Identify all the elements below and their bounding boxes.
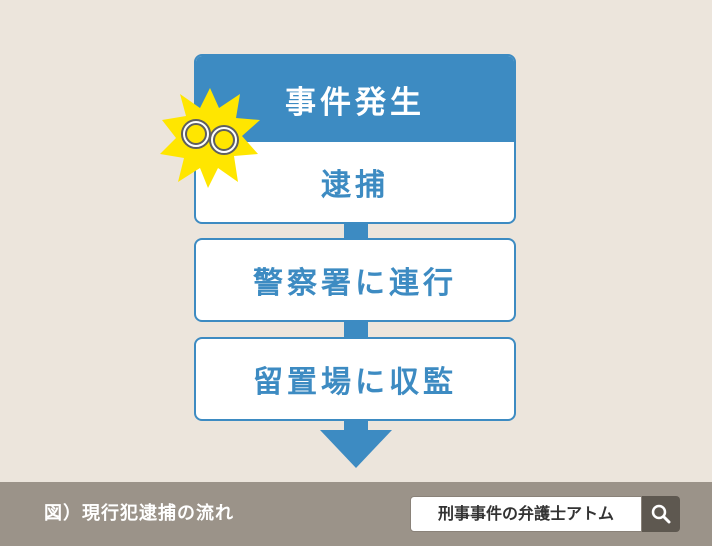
step-arrest-card: 事件発生 逮捕 [194, 54, 516, 224]
figure-caption: 図）現行犯逮捕の流れ [44, 503, 234, 524]
search-label[interactable]: 刑事事件の弁護士アトム [410, 496, 642, 532]
footer-bar: 図）現行犯逮捕の流れ 刑事事件の弁護士アトム [0, 482, 712, 546]
step-police-station: 警察署に連行 [194, 238, 516, 322]
handcuffs-icon [160, 88, 260, 188]
flow-arrow-head [320, 430, 392, 468]
search-icon[interactable] [642, 496, 680, 532]
step-arrest-label: 逮捕 [321, 168, 389, 203]
step-detention: 留置場に収監 [194, 337, 516, 421]
step-incident-label: 事件発生 [196, 56, 514, 142]
